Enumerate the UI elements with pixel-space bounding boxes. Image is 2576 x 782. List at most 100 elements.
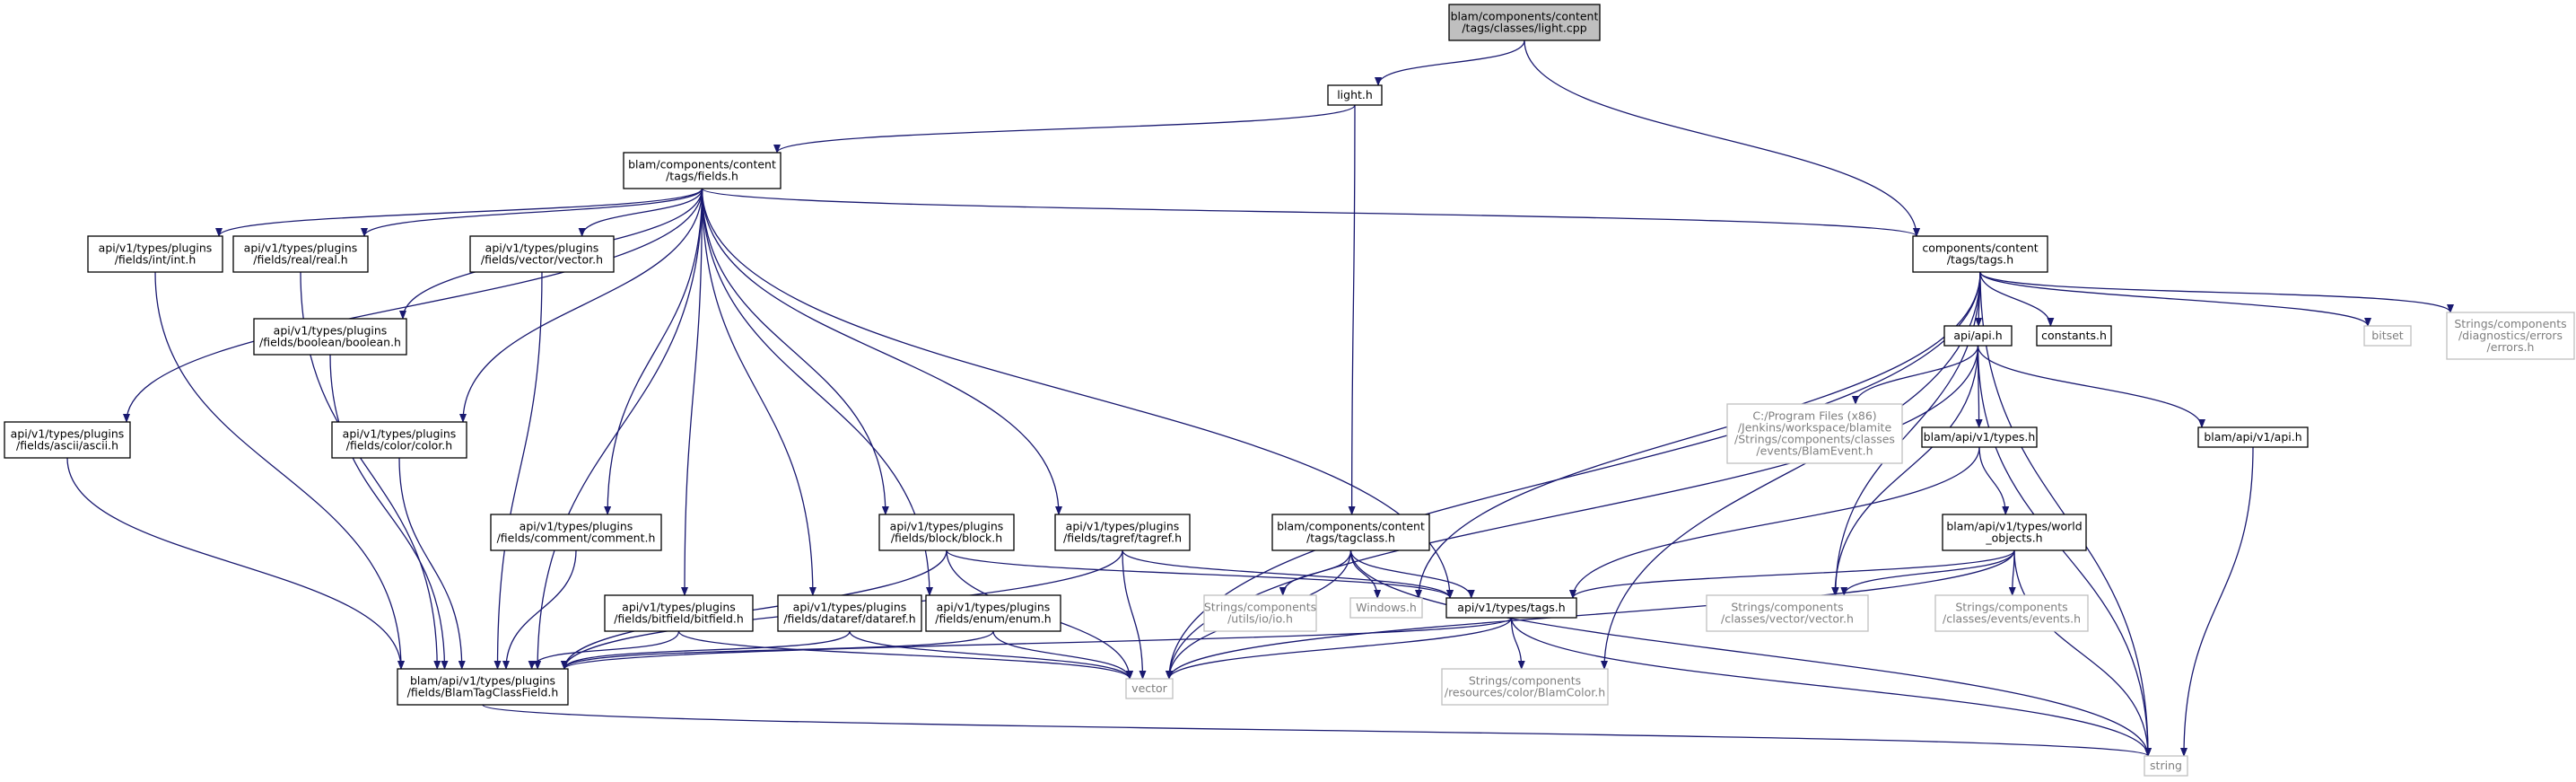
- node-label-line: C:/Program Files (x86): [1752, 409, 1876, 423]
- edge-api_h-to-blamevent_h: [1852, 345, 1979, 405]
- node-enum_h[interactable]: api/v1/types/plugins/fields/enum/enum.h: [925, 594, 1061, 632]
- node-label-line: vector: [1131, 681, 1168, 695]
- edge-block_h-to-typestags_h: [946, 549, 1454, 599]
- nodes-layer: blam/components/content/tags/classes/lig…: [4, 4, 2575, 777]
- node-color_h[interactable]: api/v1/types/plugins/fields/color/color.…: [331, 421, 467, 459]
- node-box: [87, 235, 223, 273]
- node-label-line: /utils/io/io.h: [1227, 612, 1293, 626]
- node-apiv1api_h[interactable]: blam/api/v1/api.h: [2197, 426, 2309, 448]
- node-blamevent_h: C:/Program Files (x86)/Jenkins/workspace…: [1726, 403, 1903, 464]
- node-label-line: Windows.h: [1356, 601, 1417, 614]
- node-typestags_h[interactable]: api/v1/types/tags.h: [1445, 597, 1577, 619]
- edge-boolean_h-to-blamtag_h: [329, 354, 449, 670]
- node-label-line: /classes/events/events.h: [1943, 612, 2081, 626]
- edge-light_cpp-to-tags_h: [1524, 40, 1920, 237]
- node-light_cpp[interactable]: blam/components/content/tags/classes/lig…: [1448, 4, 1601, 41]
- node-bitfield_h[interactable]: api/v1/types/plugins/fields/bitfield/bit…: [604, 594, 754, 632]
- node-label-line: api/v1/types/plugins: [622, 601, 736, 614]
- node-label-line: Strings/components: [1955, 601, 2067, 614]
- node-box: [1327, 84, 1383, 106]
- node-comment_h[interactable]: api/v1/types/plugins/fields/comment/comm…: [490, 514, 662, 551]
- node-ascii_h[interactable]: api/v1/types/plugins/fields/ascii/ascii.…: [4, 421, 131, 459]
- edge-fields_h-to-int_h: [215, 188, 703, 237]
- node-vecvec_h: Strings/components/classes/vector/vector…: [1706, 594, 1869, 632]
- node-label-line: blam/components/content: [1451, 10, 1599, 23]
- node-label-line: /Strings/components/classes: [1734, 433, 1895, 446]
- node-windows_h: Windows.h: [1349, 597, 1423, 619]
- node-constants_h[interactable]: constants.h: [2036, 325, 2112, 347]
- node-label-line: bitset: [2371, 329, 2404, 342]
- edge-tags_h-to-blamcolor_h: [1601, 271, 1981, 670]
- edge-tags_h-to-bitset: [1979, 271, 2371, 327]
- node-box: [2197, 426, 2309, 448]
- node-tagclass_h[interactable]: blam/components/content/tags/tagclass.h: [1271, 514, 1430, 551]
- edge-tagref_h-to-vector: [1122, 549, 1147, 680]
- node-real_h[interactable]: api/v1/types/plugins/fields/real/real.h: [232, 235, 369, 273]
- edge-color_h-to-blamtag_h: [398, 457, 466, 670]
- node-label-line: /tags/tags.h: [1947, 253, 2013, 267]
- node-vector_h[interactable]: api/v1/types/plugins/fields/vector/vecto…: [469, 235, 615, 273]
- node-tagref_h[interactable]: api/v1/types/plugins/fields/tagref/tagre…: [1054, 514, 1191, 551]
- node-box: [1349, 597, 1423, 619]
- node-int_h[interactable]: api/v1/types/plugins/fields/int/int.h: [87, 235, 223, 273]
- node-boolean_h[interactable]: api/v1/types/plugins/fields/boolean/bool…: [253, 318, 407, 356]
- node-label-line: api/v1/types/plugins: [937, 601, 1051, 614]
- node-box: [1441, 668, 1609, 706]
- node-errors_h: Strings/components/diagnostics/errors/er…: [2446, 312, 2575, 360]
- node-blamtag_h[interactable]: blam/api/v1/types/plugins/fields/BlamTag…: [397, 668, 569, 706]
- edge-typestags_h-to-vector: [1166, 617, 1513, 680]
- node-box: [2446, 312, 2575, 360]
- edge-bitfield_h-to-vector: [677, 630, 1133, 680]
- node-label-line: /fields/comment/comment.h: [497, 532, 656, 545]
- edge-apitypes_h-to-typestags_h: [1569, 446, 1980, 599]
- node-label-line: api/v1/types/plugins: [485, 242, 599, 255]
- edges-layer: [66, 40, 2454, 757]
- edge-typestags_h-to-blamcolor_h: [1510, 617, 1525, 670]
- node-label-line: /fields/tagref/tagref.h: [1063, 532, 1182, 545]
- edge-light_h-to-tagclass_h: [1348, 104, 1356, 515]
- node-light_h[interactable]: light.h: [1327, 84, 1383, 106]
- node-label-line: /classes/vector/vector.h: [1721, 612, 1854, 626]
- node-label-line: /events/BlamEvent.h: [1756, 444, 1873, 458]
- node-apitypes_h[interactable]: blam/api/v1/types.h: [1921, 426, 2038, 448]
- node-box: [1921, 426, 2038, 448]
- node-label-line: api/v1/types/plugins: [274, 324, 388, 338]
- node-label-line: blam/components/content: [628, 158, 776, 171]
- node-box: [604, 594, 754, 632]
- edge-fields_h-to-comment_h: [604, 188, 703, 515]
- node-box: [1726, 403, 1903, 464]
- edge-bitfield_h-to-blamtag_h: [528, 630, 680, 670]
- node-fields_h[interactable]: blam/components/content/tags/fields.h: [623, 152, 782, 189]
- node-label-line: /fields/bitfield/bitfield.h: [614, 612, 744, 626]
- edge-fields_h-to-tagref_h: [701, 188, 1062, 515]
- node-label-line: /Jenkins/workspace/blamite: [1738, 421, 1892, 435]
- node-box: [2144, 755, 2188, 777]
- node-label-line: /fields/color/color.h: [346, 439, 452, 453]
- node-events_h: Strings/components/classes/events/events…: [1934, 594, 2089, 632]
- edge-fields_h-to-dataref_h: [701, 188, 816, 596]
- node-worldobj_h[interactable]: blam/api/v1/types/world_objects.h: [1942, 514, 2087, 551]
- node-label-line: Strings/components: [1731, 601, 1843, 614]
- node-dataref_h[interactable]: api/v1/types/plugins/fields/dataref/data…: [777, 594, 922, 632]
- node-block_h[interactable]: api/v1/types/plugins/fields/block/block.…: [878, 514, 1015, 551]
- node-label-line: /fields/real/real.h: [253, 253, 347, 267]
- edge-int_h-to-blamtag_h: [154, 271, 405, 670]
- node-box: [1125, 678, 1174, 699]
- edge-api_h-to-apiv1api_h: [1977, 345, 2205, 428]
- node-box: [1203, 594, 1317, 632]
- node-label-line: /fields/block/block.h: [891, 532, 1002, 545]
- node-label-line: api/v1/types/tags.h: [1457, 601, 1565, 614]
- node-box: [1912, 235, 2048, 273]
- node-box: [1271, 514, 1430, 551]
- node-string: string: [2144, 755, 2188, 777]
- node-label-line: /fields/vector/vector.h: [481, 253, 603, 267]
- node-box: [777, 594, 922, 632]
- node-label-line: /resources/color/BlamColor.h: [1445, 686, 1605, 699]
- node-label-line: api/v1/types/plugins: [1066, 520, 1180, 533]
- node-label-line: Strings/components: [2454, 317, 2566, 330]
- node-label-line: /fields/BlamTagClassField.h: [407, 686, 559, 699]
- node-box: [623, 152, 782, 189]
- node-api_h[interactable]: api/api.h: [1943, 325, 2013, 347]
- node-box: [232, 235, 369, 273]
- node-tags_h[interactable]: components/content/tags/tags.h: [1912, 235, 2048, 273]
